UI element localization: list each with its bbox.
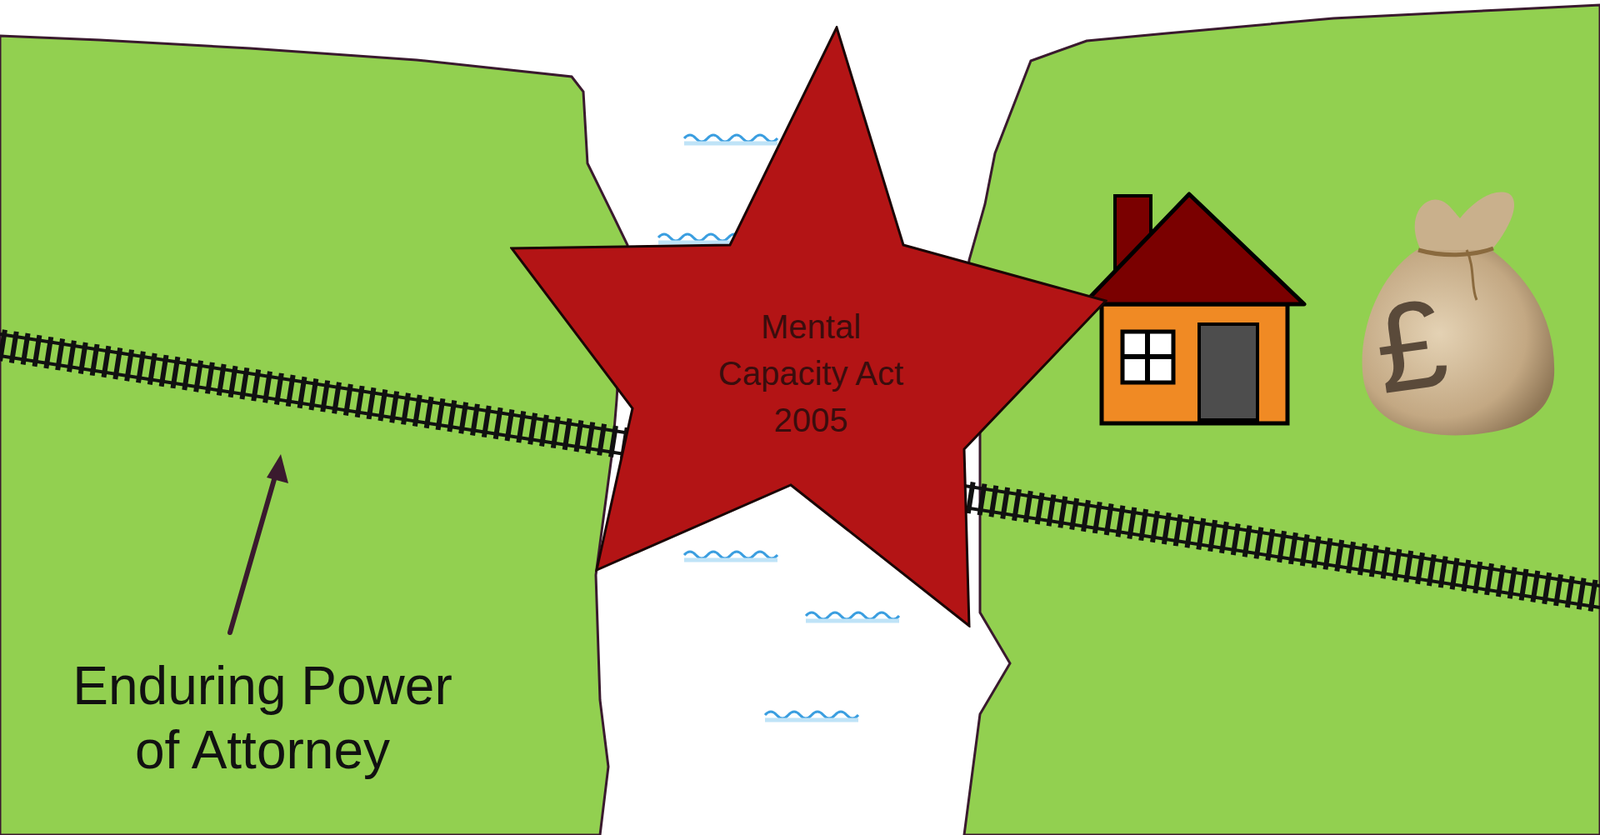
right-cliff (964, 5, 1600, 835)
pound-sign: £ (1351, 268, 1470, 423)
star-title: Mental Capacity Act 2005 (702, 303, 920, 444)
star-node: Mental Capacity Act 2005 (510, 25, 1108, 628)
leader-arrow (230, 454, 289, 633)
attorney-label: Enduring Power of Attorney (54, 654, 471, 783)
house-icon (1083, 194, 1305, 424)
